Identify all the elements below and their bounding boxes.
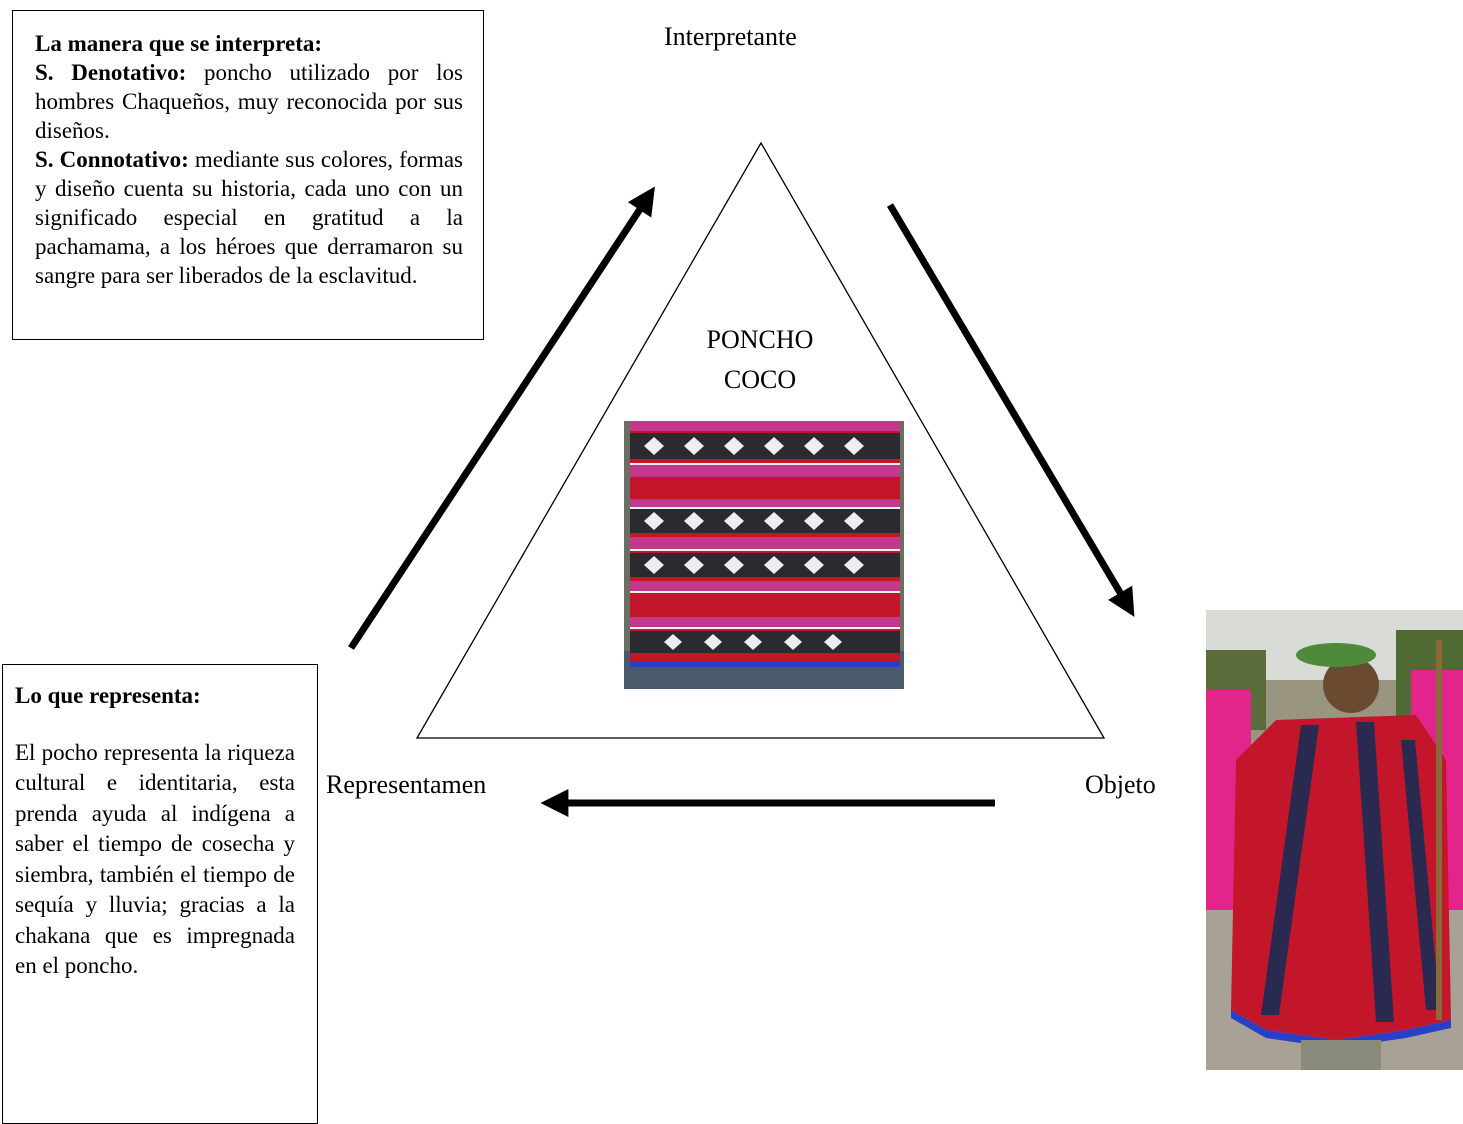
connotativo-label: S. Connotativo:	[35, 147, 189, 172]
center-title-line1: PONCHO	[706, 325, 814, 354]
arrow-interpretante-to-objeto	[886, 203, 1135, 617]
poncho-photo	[624, 421, 904, 689]
connotativo-paragraph: S. Connotativo: mediante sus colores, fo…	[35, 145, 463, 290]
denotativo-label: S. Denotativo:	[35, 60, 187, 85]
center-title: PONCHO COCO	[660, 320, 860, 400]
interpretante-description-box: La manera que se interpreta: S. Denotati…	[12, 10, 484, 340]
person-wearing-poncho-photo	[1206, 610, 1463, 1070]
representamen-text: El pocho representa la riqueza cultural …	[15, 739, 295, 979]
representamen-heading: Lo que representa:	[15, 683, 201, 708]
interpretante-label: Interpretante	[664, 22, 797, 51]
denotativo-text: poncho utilizado por los hombres Chaqueñ…	[35, 60, 464, 143]
arrow-representamen-to-interpretante	[348, 186, 655, 650]
connotativo-text: mediante sus colores, formas y diseño cu…	[35, 147, 464, 288]
center-title-line2: COCO	[723, 365, 797, 394]
triangle-outline	[415, 141, 1106, 739]
representamen-label: Representamen	[326, 770, 487, 799]
representamen-description-box: Lo que representa: El pocho representa l…	[2, 664, 318, 1124]
objeto-label: Objeto	[1085, 770, 1156, 799]
denotativo-paragraph: S. Denotativo: poncho utilizado por los …	[35, 58, 463, 145]
interpretante-heading: La manera que se interpreta:	[35, 31, 323, 56]
